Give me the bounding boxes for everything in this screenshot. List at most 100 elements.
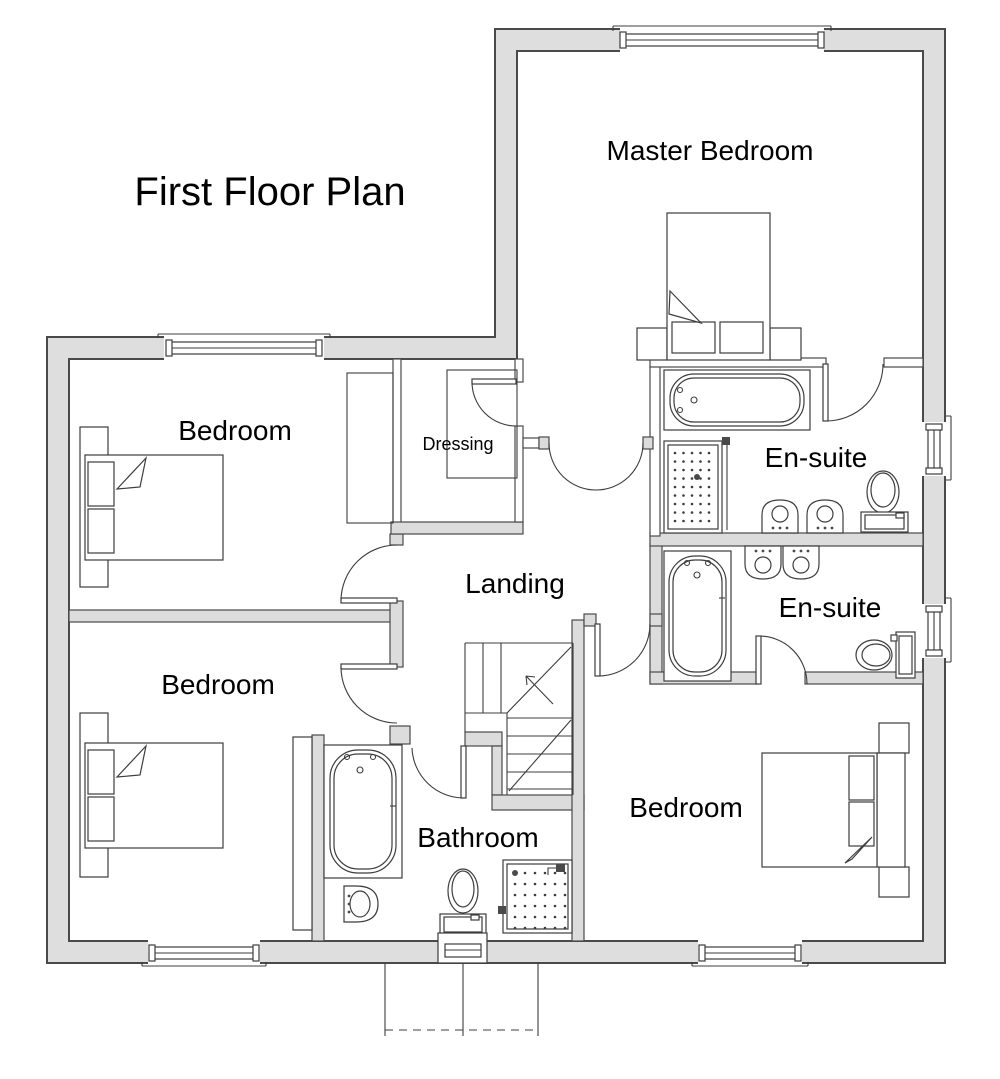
toilet-bowl: [870, 472, 896, 508]
tap-icon: [704, 559, 712, 567]
room-label-bedroom-upper-left: Bedroom: [178, 415, 292, 446]
tap-dot: [347, 902, 351, 906]
door-arc: [597, 623, 651, 677]
closet-dressing: [446, 369, 518, 479]
sheet-fold: [668, 289, 703, 325]
door-leaf: [471, 378, 517, 385]
windows: [141, 25, 952, 967]
sink-bowl: [816, 505, 834, 523]
drain-icon: [356, 766, 364, 774]
wall-dressing-east-lower: [514, 425, 524, 523]
tap-dot: [830, 526, 834, 530]
wall-bedrooms-divider: [68, 609, 401, 623]
labels: First Floor Plan Master Bedroom Bedroom …: [134, 135, 881, 853]
tap-icon: [676, 386, 684, 394]
tap-icon: [683, 559, 691, 567]
wall-ensuite1-west: [649, 365, 661, 537]
wall-ensuite2-south-east: [804, 671, 924, 685]
bed-lower-left: [79, 712, 224, 878]
toilet-bowl: [451, 870, 475, 908]
double-door-arc: [595, 442, 644, 491]
tap-icon: [676, 406, 684, 414]
tap-dot: [347, 910, 351, 914]
pillow: [848, 755, 875, 801]
wall-bathroom-north: [464, 731, 503, 747]
stair-treads: [507, 717, 573, 790]
window-cap: [925, 423, 943, 431]
flush-button: [470, 914, 480, 921]
shower-hinge: [498, 906, 506, 914]
tap-dot: [761, 549, 765, 553]
window-cap: [925, 649, 943, 657]
toilet-cistern-inner: [898, 635, 913, 675]
stair-break-lines: [506, 646, 572, 792]
room-label-bedroom-lower-right: Bedroom: [629, 792, 743, 823]
door-arc: [758, 635, 808, 685]
bedside-table: [769, 327, 802, 361]
wall-ensuite-divider: [649, 532, 924, 547]
shower-pipe: [547, 867, 556, 875]
tap-dot: [823, 526, 827, 530]
door-arc: [340, 666, 398, 724]
pillow: [87, 461, 115, 507]
bedside-table: [878, 722, 910, 754]
sink-bowl: [771, 505, 789, 523]
shower-drain-icon: [694, 474, 700, 480]
door-arc: [340, 544, 398, 602]
double-door-arc: [548, 442, 597, 491]
flush-button: [895, 512, 905, 519]
tap-dot: [771, 526, 775, 530]
pillow: [848, 801, 875, 847]
wall-doors-stub: [522, 437, 540, 449]
porch-below: [384, 932, 539, 1036]
wall-dressing-south: [390, 521, 524, 535]
door-arc: [825, 363, 884, 422]
pillow: [87, 749, 115, 795]
page-title: First Floor Plan: [134, 170, 405, 214]
wall-stair-south: [491, 794, 585, 811]
shower-hinge: [722, 437, 730, 445]
window-cap: [315, 339, 323, 357]
flush-button: [890, 634, 898, 642]
window-cap: [925, 467, 943, 475]
tap-dot: [816, 526, 820, 530]
bathroom-fixtures: [323, 744, 573, 936]
door-leaf: [594, 623, 601, 677]
toilet-cistern-inner: [443, 916, 483, 933]
door-leaf: [460, 745, 467, 799]
tap-dot: [347, 894, 351, 898]
bathtub-inner: [672, 559, 723, 673]
door-leaf: [822, 363, 829, 422]
shower-dots: [673, 451, 711, 523]
sink-bowl: [349, 890, 371, 918]
window-cap: [619, 31, 627, 49]
pillow: [719, 321, 764, 354]
interior-walls: [68, 357, 924, 942]
tap-icon: [343, 753, 351, 761]
ensuite-master-fixtures: [663, 369, 909, 534]
door-leaf: [340, 597, 398, 604]
toilet-bowl: [861, 643, 891, 667]
tap-dot: [754, 549, 758, 553]
window-cap: [925, 605, 943, 613]
staircase: [464, 642, 574, 795]
closets: [292, 369, 518, 931]
window-cap: [252, 944, 260, 962]
wall-jamb: [583, 613, 597, 627]
door-leaf: [340, 663, 398, 670]
drain-icon: [690, 396, 698, 404]
toilet-cistern-inner: [864, 514, 905, 530]
headboard: [876, 752, 906, 868]
window-sill: [945, 597, 952, 663]
window-sill: [141, 962, 267, 967]
closet-bedroom-ul: [346, 372, 394, 524]
wall-bathroom-bedroom: [571, 619, 585, 942]
room-label-bedroom-lower-left: Bedroom: [161, 669, 275, 700]
bed-lower-right: [761, 722, 910, 898]
wardrobe-bedroom-ll: [292, 736, 313, 931]
door-leaf: [755, 635, 762, 685]
room-label-landing: Landing: [465, 568, 565, 599]
window-cap: [165, 339, 173, 357]
